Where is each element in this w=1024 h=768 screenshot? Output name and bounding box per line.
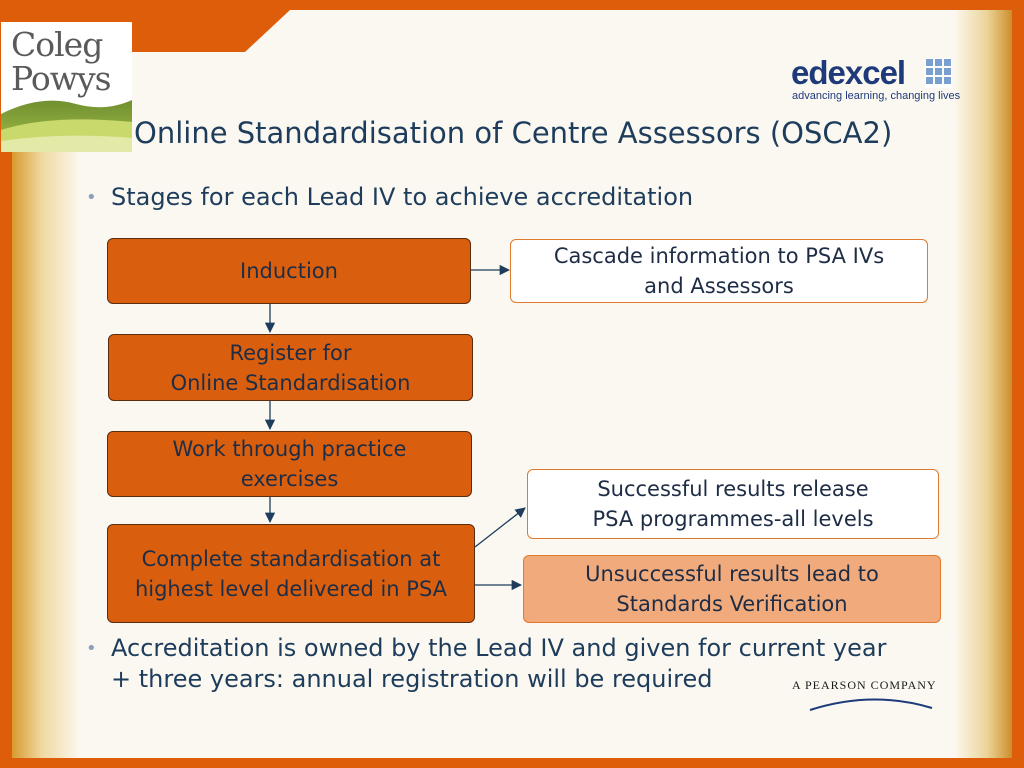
flow-cascade-line-2: and Assessors [644, 274, 794, 298]
flow-step-practice-line-2: exercises [240, 467, 339, 491]
flow-step-practice-line-1: Work through practice [172, 437, 407, 461]
bullet-dot-icon: • [86, 187, 97, 208]
flow-step-complete-text: Complete standardisation at highest leve… [135, 544, 447, 604]
flow-failure-line-2: Standards Verification [616, 592, 848, 616]
flow-success-line-2: PSA programmes-all levels [592, 507, 874, 531]
edexcel-grid-icon [926, 59, 951, 84]
flow-cascade-text: Cascade information to PSA IVs and Asses… [554, 241, 884, 301]
flow-failure-text: Unsuccessful results lead to Standards V… [585, 559, 879, 619]
edexcel-wordmark: edexcel [791, 54, 906, 91]
flow-step-complete-line-2: highest level delivered in PSA [134, 576, 448, 601]
flow-failure-box: Unsuccessful results lead to Standards V… [523, 555, 941, 623]
flow-step-register: Register for Online Standardisation [108, 334, 473, 401]
flow-success-text: Successful results release PSA programme… [592, 474, 873, 534]
pearson-company-text: A PEARSON COMPANY [792, 678, 937, 692]
flow-step-register-text: Register for Online Standardisation [171, 338, 411, 398]
bullet-dot-icon: • [86, 638, 97, 659]
flow-success-line-1: Successful results release [597, 477, 869, 501]
logo-word-powys: Powys [11, 59, 112, 98]
flow-success-box: Successful results release PSA programme… [527, 469, 939, 539]
flow-step-register-line-1: Register for [229, 340, 352, 365]
hills-icon [1, 100, 132, 152]
flow-step-induction: Induction [107, 238, 471, 304]
slide-title: Online Standardisation of Centre Assesso… [134, 116, 893, 150]
flow-cascade-line-1: Cascade information to PSA IVs [553, 244, 885, 268]
bullet-accreditation-line-2: + three years: annual registration will … [111, 665, 713, 693]
flow-step-induction-text: Induction [240, 256, 338, 286]
flow-step-practice: Work through practice exercises [107, 431, 472, 497]
logo-word-coleg: Coleg [11, 25, 103, 64]
flow-step-complete-line-1: Complete standardisation at [141, 546, 441, 571]
bullet-accreditation-text: Accreditation is owned by the Lead IV an… [111, 633, 886, 695]
flow-failure-line-1: Unsuccessful results lead to [585, 562, 879, 586]
left-gold-edge [12, 52, 78, 758]
flow-step-practice-text: Work through practice exercises [173, 434, 407, 494]
coleg-powys-logo: Coleg Powys [1, 22, 132, 152]
flow-step-induction-line-1: Induction [240, 259, 338, 283]
edexcel-tagline: advancing learning, changing lives [792, 90, 961, 102]
flow-cascade-box: Cascade information to PSA IVs and Asses… [510, 239, 928, 303]
flow-step-register-line-2: Online Standardisation [170, 370, 411, 395]
right-gold-edge [956, 10, 1012, 758]
bullet-stages-text: Stages for each Lead IV to achieve accre… [111, 183, 694, 211]
arrow-complete-to-success [474, 507, 526, 548]
flow-step-complete: Complete standardisation at highest leve… [107, 524, 475, 623]
pearson-swoosh-icon [809, 698, 933, 711]
bullet-accreditation-line-1: Accreditation is owned by the Lead IV an… [111, 634, 887, 662]
